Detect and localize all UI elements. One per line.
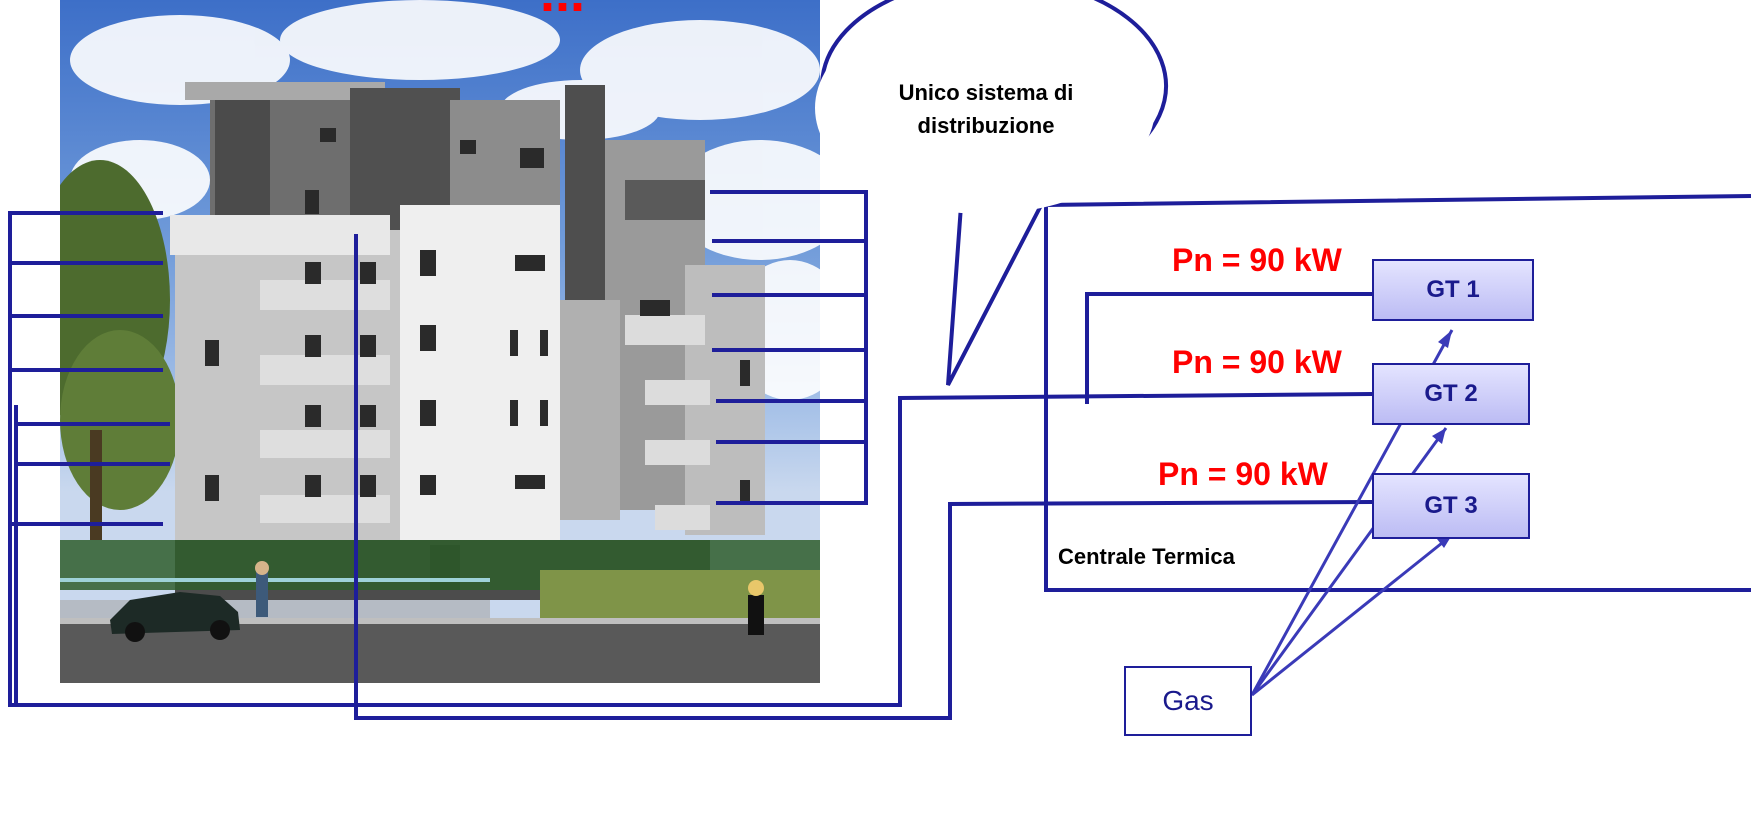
callout-bubble <box>815 0 1168 386</box>
boiler-gt1: GT 1 <box>1372 259 1534 321</box>
callout-line-2: distribuzione <box>917 113 1055 138</box>
pedestrians <box>255 561 764 635</box>
windows <box>205 128 750 502</box>
power-label-gt1: Pn = 90 kW <box>1172 242 1342 278</box>
gas-label: Gas <box>1162 685 1214 716</box>
plant-room-outline <box>1044 194 1751 592</box>
riser-right <box>710 190 868 505</box>
boiler-gt1-label: GT 1 <box>1426 276 1480 303</box>
boiler-gt2: GT 2 <box>1372 363 1530 425</box>
building-illustration <box>60 0 820 683</box>
pipe-loop-center <box>354 234 1373 720</box>
title-fragment: ... <box>540 0 585 20</box>
car <box>110 592 240 642</box>
boiler-gt2-label: GT 2 <box>1424 380 1478 407</box>
callout-text: Unico sistema di distribuzione <box>866 76 1106 142</box>
plant-room-label: Centrale Termica <box>1058 544 1235 569</box>
power-label-gt3: Pn = 90 kW <box>1158 456 1328 492</box>
gas-supply-box: Gas <box>1124 666 1252 736</box>
shrubs <box>540 570 820 620</box>
building-photo <box>60 0 820 683</box>
pipe-loop-left <box>8 211 1373 707</box>
pipe-gt1 <box>1085 292 1372 404</box>
callout-line-1: Unico sistema di <box>898 80 1074 105</box>
boiler-gt3-label: GT 3 <box>1424 492 1478 519</box>
boiler-gt3: GT 3 <box>1372 473 1530 539</box>
power-label-gt2: Pn = 90 kW <box>1172 344 1342 380</box>
